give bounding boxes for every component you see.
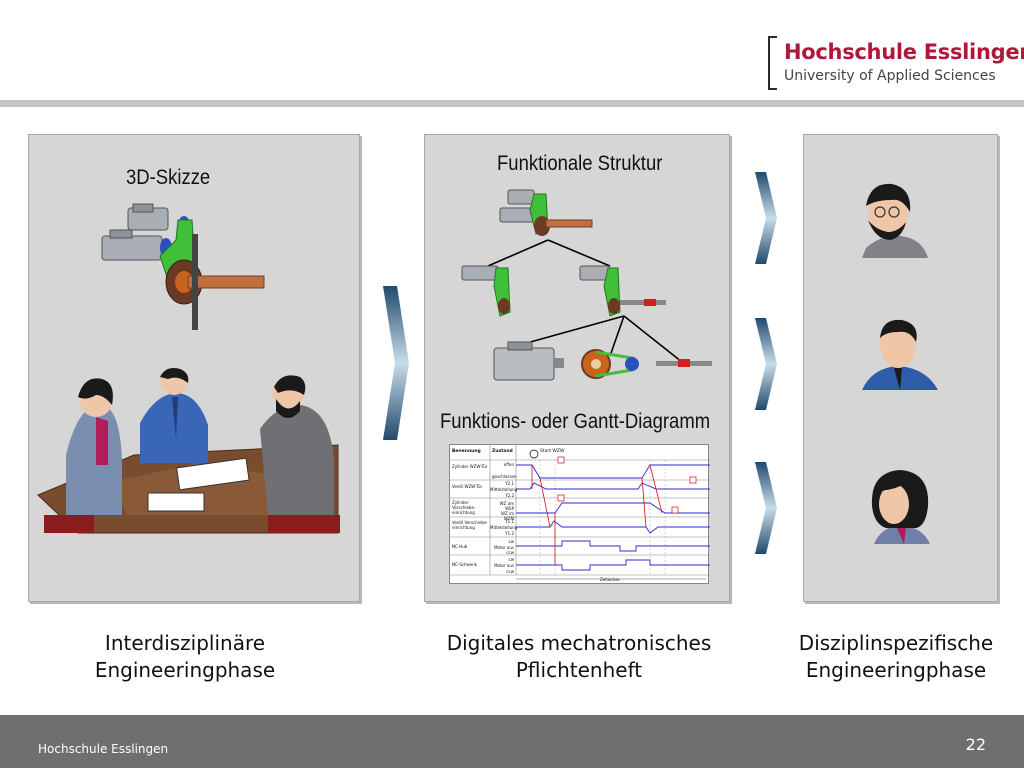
chevron-right-icon xyxy=(755,172,777,264)
gantt-row-state: geschlossen xyxy=(492,474,517,479)
gantt-row-state: WZ am WSP xyxy=(499,501,514,511)
gantt-row-state: Y1.1 xyxy=(505,519,514,524)
gantt-start-label: Start WZW xyxy=(540,449,565,454)
engineer-bearded-icon xyxy=(862,183,928,258)
gantt-header-state: Zustand xyxy=(492,449,513,454)
university-logo: Hochschule Esslingen University of Appli… xyxy=(768,36,1024,92)
header-divider xyxy=(0,100,1024,107)
gantt-row-state: Mittelstellung xyxy=(490,525,518,530)
logo-name: Hochschule Esslingen xyxy=(784,40,1024,64)
logo-subtitle: University of Applied Sciences xyxy=(784,68,996,84)
gantt-header-name: Benennung xyxy=(452,449,481,454)
panel-title-gantt: Funktions- oder Gantt-Diagramm xyxy=(440,410,711,433)
caption-interdisciplinary: Interdisziplinäre Engineeringphase xyxy=(44,630,326,684)
engineer-suit-icon xyxy=(862,319,938,390)
chevron-right-icon xyxy=(755,318,777,410)
caption-line: Engineeringphase xyxy=(805,658,987,682)
footer-text: Hochschule Esslingen xyxy=(38,742,169,756)
gantt-axis-label: Zeitachse xyxy=(600,577,620,582)
footer-bar: Hochschule Esslingen 22 xyxy=(0,715,1024,768)
gantt-row-name: Ventil WZW-Tür xyxy=(452,484,483,489)
chevron-right-icon xyxy=(755,462,777,554)
gantt-row-state: ccw xyxy=(506,569,514,574)
gantt-row-state: Motor aus xyxy=(494,545,514,550)
gantt-row-state: Mittelstellung xyxy=(490,487,518,492)
panel-title-functional-structure: Funktionale Struktur xyxy=(497,152,663,175)
gantt-row-name: NC-Hub xyxy=(452,544,468,549)
gantt-row-name: Zylinder WZW-Tür xyxy=(452,464,488,469)
page-number: 22 xyxy=(965,735,986,754)
gantt-row-name: NC-Schwenk xyxy=(452,562,478,567)
panel-title-3d-sketch: 3D-Skizze xyxy=(126,166,211,189)
caption-line: Pflichtenheft xyxy=(515,658,643,682)
machine-3d-sketch-icon xyxy=(101,203,265,330)
gantt-row-state: ccw xyxy=(506,550,514,555)
gantt-row-state: Y1.2 xyxy=(505,531,514,536)
engineer-woman-icon xyxy=(871,470,930,544)
gantt-grid xyxy=(450,445,710,580)
caption-mechatronic-spec: Digitales mechatronisches Pflichtenheft xyxy=(414,630,744,684)
chevron-right-icon xyxy=(383,286,409,440)
caption-discipline-specific: Disziplinspezifische Engineeringphase xyxy=(776,630,1016,684)
gantt-row-state: Y2.2 xyxy=(505,493,514,498)
gantt-row-state: Y2.1 xyxy=(505,481,514,486)
meeting-people-icon xyxy=(37,367,340,534)
gantt-row-name: Zylinder Verschiebe-einrichtung xyxy=(452,500,476,515)
gantt-diagram: Benennung Zustand Start WZW Zylinder WZW… xyxy=(449,444,710,584)
gantt-row-name: Ventil Verschiebe-einrichtung xyxy=(452,520,488,530)
gantt-row-state: cw xyxy=(508,557,514,562)
caption-line: Interdisziplinäre xyxy=(104,631,266,655)
functional-structure-tree-icon xyxy=(461,189,712,381)
logo-bracket xyxy=(768,36,777,90)
gantt-row-state: cw xyxy=(508,539,514,544)
caption-line: Digitales mechatronisches xyxy=(446,631,712,655)
gantt-row-state: Motor aus xyxy=(494,563,514,568)
gantt-row-state: offen xyxy=(503,462,514,467)
gantt-row-state: WZ im WZM xyxy=(501,511,514,521)
caption-line: Engineeringphase xyxy=(94,658,276,682)
caption-line: Disziplinspezifische xyxy=(798,631,994,655)
